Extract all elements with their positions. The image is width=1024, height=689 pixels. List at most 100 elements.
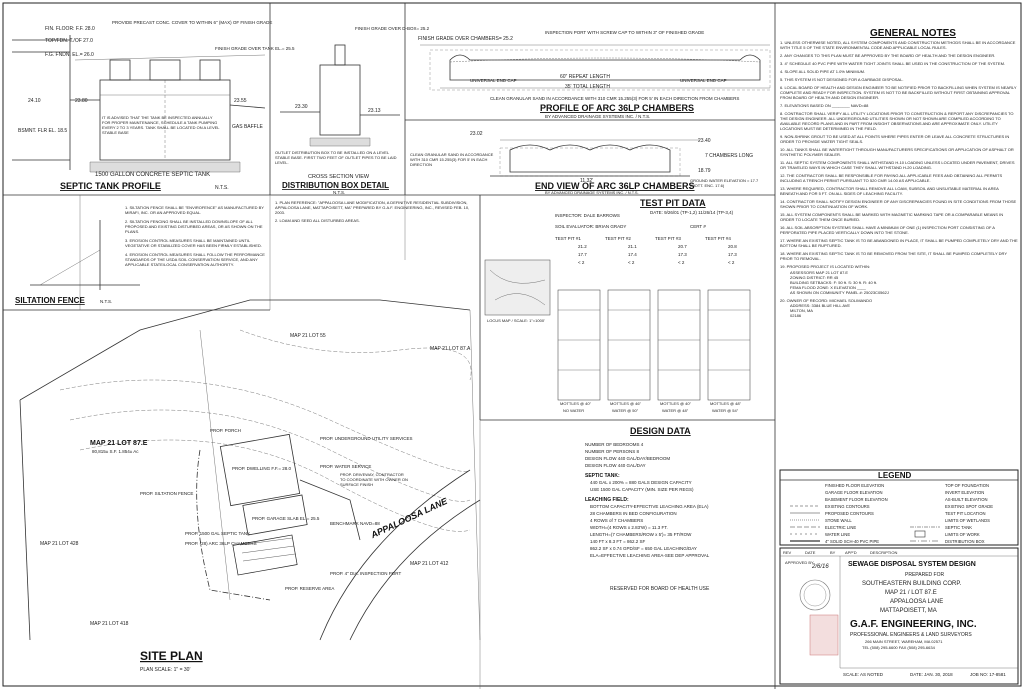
approved-date: 2/6/16: [811, 564, 829, 570]
tp-perc: < 2: [628, 260, 635, 265]
water-label: PROP. WATER SERVICE: [320, 464, 371, 469]
test-pit-2: TEST PIT #2 21.1 17.4 < 2 MOTTLES @ 46" …: [605, 236, 651, 413]
test-pit-data: LOCUS MAP / SCALE: 1"=1000' TEST PIT DAT…: [479, 195, 775, 421]
dd-tank-use: USE 1500 GAL CAPACITY (MIN. SIZE PER REG…: [590, 487, 694, 492]
tp-name: TEST PIT #2: [605, 236, 631, 241]
map-ne: MAP 21 LOT 87.A: [430, 346, 471, 352]
pi-map: ASSESSORS MAP 21 LOT 87.E: [790, 270, 849, 275]
legend-item: AS-BUILT ELEVATION: [945, 497, 988, 502]
design-data: DESIGN DATA NUMBER OF BEDROOMS 4 NUMBER …: [479, 420, 710, 689]
legend-item: SEPTIC TANK: [945, 525, 972, 530]
tb-scale: SCALE: AS NOTED: [843, 672, 884, 677]
tp-dates: DATE: 9/26/01 (TP-1,2) 11/26/14 (TP-3,4): [650, 210, 734, 215]
map-s: MAP 21 LOT 412: [410, 561, 449, 567]
map-se: MAP 21 LOT 418: [90, 621, 129, 627]
gas-baffle-label: GAS BAFFLE: [232, 124, 264, 130]
pi-flood: FEMA FLOOD ZONE: X ELEVATION ____: [790, 285, 866, 290]
chamber-port: INSPECTION PORT WITH SCREW CAP TO WITHIN…: [545, 30, 704, 35]
dd-leach-head: LEACHING FIELD:: [585, 497, 629, 503]
dd-tank-calc: 440 GAL x 200% = 880 GALS DESIGN CAPACIT…: [590, 480, 692, 485]
tb-street: APPALOOSA LANE: [890, 599, 943, 605]
utility-label: PROP. UNDERGROUND UTILITY SERVICES: [320, 436, 413, 441]
dbox-detail: FINISH GRADE OVER D-BOX= 25.2 23.30 23.1…: [270, 3, 430, 196]
legend-item: EXISTING CONTOURS: [825, 504, 870, 509]
test-pit-1: TEST PIT #1 21.2 17.7 < 2 MOTTLES @ 40" …: [555, 236, 601, 413]
general-note: 19. PROPOSED PROJECT IS LOCATED WITHIN:: [780, 264, 871, 269]
end-gw: GROUND WATER ELEVATION = 17.7 (MOTT. ENC…: [690, 178, 759, 188]
tp-perc: < 2: [578, 260, 585, 265]
tof-label: TOP/FDN. T./OF 27.0: [45, 38, 93, 44]
owner-address: ADDRESS: 3384 BLUE HILL AVE: [790, 303, 851, 308]
tp-water: NO WATER: [563, 408, 584, 413]
test-pit-title: TEST PIT DATA: [640, 198, 706, 208]
end-elev1: 23.02: [470, 131, 483, 137]
dd-septic-head: SEPTIC TANK:: [585, 473, 620, 479]
locus-label: LOCUS MAP / SCALE: 1"=1000': [487, 318, 545, 323]
dbox-inv1: 23.30: [295, 104, 308, 110]
dd-capacity: 862.2 SF x 0.74 GPD/SF = 650 GAL LEACHIN…: [590, 546, 697, 551]
tb-firm: G.A.F. ENGINEERING, INC.: [850, 619, 977, 630]
chamber-profile-sub: BY ADVANCED DRAINAGE SYSTEMS INC. / N.T.…: [545, 114, 650, 119]
rev-header: DESCRIPTION: [870, 550, 897, 555]
general-note: 10. ALL TANKS SHALL BE WATERTIGHT THROUG…: [780, 147, 1014, 157]
legend-item: INVERT ELEVATION: [945, 490, 984, 495]
general-note: 17. WHERE AN EXISTING SEPTIC TANK IS TO …: [780, 238, 1018, 248]
tp-elev-water: 17.4: [628, 252, 637, 257]
pi-panel: AS SHOWN ON COMMUNITY PANEL #: 25023C056…: [790, 290, 889, 295]
general-note: 6. LOCAL BOARD OF HEALTH AND DESIGN ENGI…: [780, 85, 1017, 100]
end-view-title: END VIEW OF ARC 36LP CHAMBERS: [535, 181, 695, 191]
legend-item: BASEMENT FLOOR ELEVATION: [825, 497, 888, 502]
silt-note: 3. EROSION CONTROL MEASURES SHALL BE MAI…: [125, 238, 262, 248]
owner-city: MILTON, MA: [790, 308, 813, 313]
legend-item: TEST PIT LOCATION: [945, 511, 986, 516]
dd-flow: DESIGN FLOW 440 GAL/DAY/BEDROOM: [585, 456, 670, 461]
port-label: PROP. 4" DIA. INSPECTION PORT: [330, 571, 401, 576]
dbox-note: OUTLET DISTRIBUTION BOX TO BE INSTALLED …: [275, 150, 397, 165]
site-note: 1. PLAN REFERENCE: "APPALOOSA LANE MODIF…: [275, 200, 470, 215]
chamber-cap-right: UNIVERSAL END CAP: [680, 78, 727, 83]
tb-firm-sub: PROFESSIONAL ENGINEERS & LAND SURVEYORS: [850, 632, 972, 638]
map-sw: MAP 21 LOT 428: [40, 541, 79, 547]
chamber-profile-title: PROFILE OF ARC 36LP CHAMBERS: [540, 103, 694, 113]
tp-water: WATER @ 48": [662, 408, 689, 413]
end-width: 11.32': [580, 178, 593, 184]
tp-mottles: MOTTLES @ 48": [710, 401, 742, 406]
silt-note: 1. SILTATION FENCE SHALL BE "ENVIROFENCE…: [125, 205, 264, 215]
chamber-sand: CLEAN GRANULAR SAND IN ACCORDANCE WITH 3…: [490, 96, 739, 101]
legend-item: STONE WALL: [825, 518, 852, 523]
general-note: 14. CONTRACTOR SHALL NOTIFY DESIGN ENGIN…: [780, 199, 1017, 209]
site-notes: 1. PLAN REFERENCE: "APPALOOSA LANE MODIF…: [269, 195, 470, 310]
general-note: 18. WHERE AN EXISTING SEPTIC TANK IS TO …: [780, 251, 1007, 261]
tank-size-label: 1500 GALLON CONCRETE SEPTIC TANK: [95, 172, 210, 178]
legend-item: WATER LINE: [825, 532, 850, 537]
silt-scale: N.T.S.: [100, 299, 112, 304]
dbox-fg: FINISH GRADE OVER D-BOX= 25.2: [355, 26, 430, 31]
inv-out: 23.80: [75, 98, 88, 104]
chamber-repeat: 60" REPEAT LENGTH: [560, 74, 610, 80]
tp-water: WATER @ 50": [612, 408, 639, 413]
general-notes-title: GENERAL NOTES: [870, 28, 956, 39]
tp-top: 20.7: [678, 244, 687, 249]
general-note: 3. 4" SCHEDULE 40 PVC PIPE WITH WATER TI…: [780, 61, 1006, 66]
general-note: 8. CONTRACTOR SHALL VERIFY ALL UTILITY L…: [780, 111, 1014, 131]
silt-fence: SILTATION FENCE N.T.S. 1. SILTATION FENC…: [3, 195, 270, 311]
legend: LEGEND FINISHED FLOOR ELEVATION GARAGE F…: [779, 469, 1019, 546]
design-data-title: DESIGN DATA: [630, 426, 691, 436]
pi-zoning: ZONING DISTRICT: RR 45: [790, 275, 839, 280]
dd-leach-type: BOTTOM CAPACITY-EFFECTIVE LEACHING AREA …: [590, 504, 709, 509]
house-label: PROP. DWELLING F.F.= 28.0: [232, 466, 292, 471]
silt-note: 4. EROSION CONTROL MEASURES SHALL FOLLOW…: [125, 252, 265, 267]
legend-item: PROPOSED CONTOURS: [825, 511, 874, 516]
dbox-sub: CROSS SECTION VIEW: [308, 174, 370, 180]
septic-profile-scale: N.T.S.: [215, 185, 229, 191]
general-note: 4. SLOPE ALL SOLID PIPE AT 1.0% MINIMUM.: [780, 69, 866, 74]
end-sand: CLEAN GRANULAR SAND IN ACCORDANCE WITH 3…: [410, 152, 494, 167]
porch-label: PROP. PORCH: [210, 428, 241, 433]
tb-lot: MAP 21 / LOT 87.E: [885, 590, 937, 596]
tp-perc: < 2: [678, 260, 685, 265]
reserve-label: PROP. RESERVE AREA: [285, 586, 334, 591]
dbox-scale: N.T.S.: [333, 190, 345, 195]
end-elev3: 18.79: [698, 168, 711, 174]
